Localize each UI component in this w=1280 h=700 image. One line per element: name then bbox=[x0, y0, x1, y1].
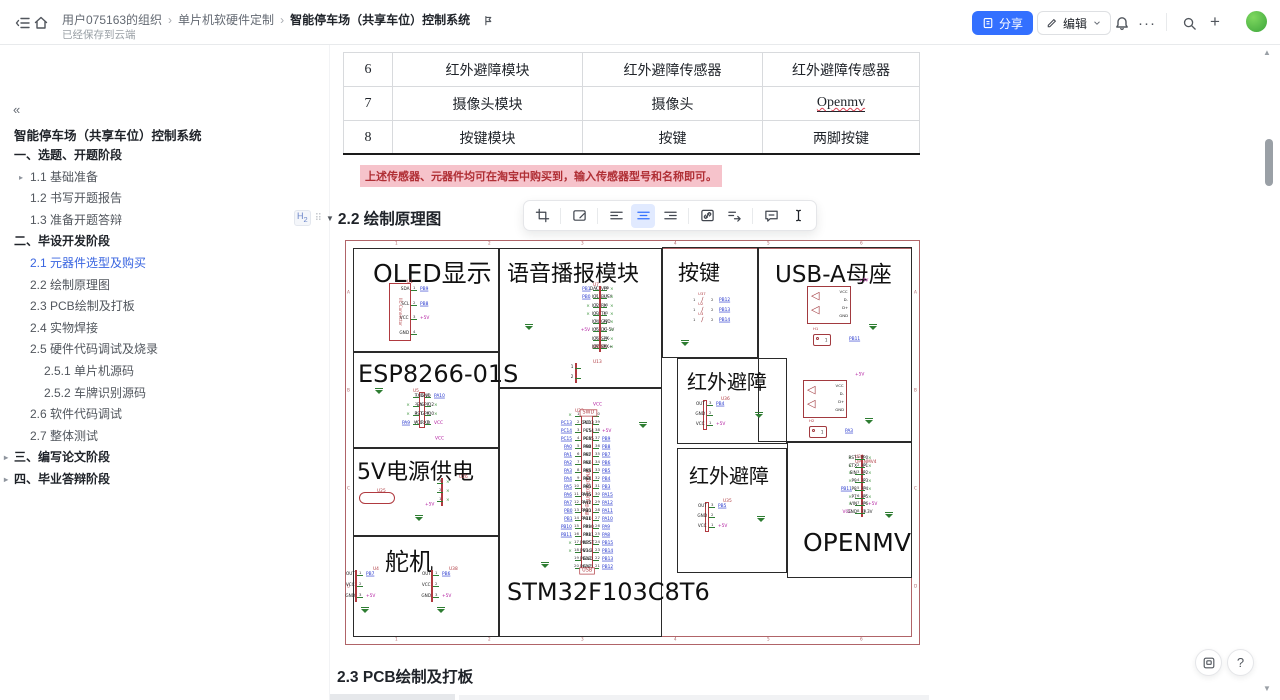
align-center-icon[interactable] bbox=[631, 203, 655, 228]
toc-item[interactable]: 2.5.1 单片机源码 bbox=[44, 363, 135, 378]
breadcrumb-doc-title[interactable]: 智能停车场（共享车位）控制系统 bbox=[290, 13, 471, 27]
toc-item[interactable]: 三、编写论文阶段 bbox=[0, 447, 330, 469]
scroll-up-icon[interactable]: ▲ bbox=[1263, 48, 1271, 57]
scrollbar-thumb[interactable] bbox=[1265, 139, 1273, 186]
top-bar: 用户075163的组织›单片机软硬件定制›智能停车场（共享车位）控制系统 已经保… bbox=[0, 0, 1280, 45]
new-doc-plus-icon[interactable]: + bbox=[1210, 12, 1220, 31]
collapse-sidebar-icon[interactable] bbox=[13, 13, 33, 33]
table-cell-model: Openmv bbox=[763, 87, 920, 121]
align-left-icon[interactable] bbox=[604, 204, 628, 228]
highlighted-note: 上述传感器、元器件均可在淘宝中购买到，输入传感器型号和名称即可。 bbox=[360, 165, 722, 187]
heading-level-badge: H2 bbox=[294, 210, 311, 226]
annotate-icon[interactable] bbox=[567, 204, 591, 228]
avatar[interactable] bbox=[1246, 11, 1267, 32]
collapse-heading-icon[interactable]: ▼ bbox=[326, 213, 334, 223]
toc-item[interactable]: 2.4 实物焊接 bbox=[30, 320, 99, 335]
toc-item[interactable]: 1.2 书写开题报告 bbox=[30, 191, 123, 206]
divider bbox=[1166, 13, 1167, 31]
image-toolbar bbox=[523, 200, 817, 231]
toc-item[interactable]: 四、毕业答辩阶段 bbox=[0, 469, 330, 491]
toc-item[interactable]: 一、选题、开题阶段 bbox=[14, 148, 123, 162]
toc-item[interactable]: 2.6 软件代码调试 bbox=[30, 407, 123, 422]
table-bottom-border bbox=[343, 153, 920, 155]
toc-item[interactable]: 1.3 准备开题答辩 bbox=[30, 212, 123, 227]
feedback-icon[interactable] bbox=[1195, 649, 1222, 676]
partial-content-bar bbox=[459, 695, 929, 700]
partial-content-bar bbox=[330, 694, 455, 700]
home-icon[interactable] bbox=[31, 13, 51, 33]
save-status: 已经保存到云端 bbox=[62, 29, 136, 41]
breadcrumb-folder[interactable]: 单片机软硬件定制 bbox=[178, 13, 275, 27]
pin-icon[interactable] bbox=[477, 12, 497, 32]
table-cell-model: 红外避障传感器 bbox=[763, 53, 920, 87]
crop-icon[interactable] bbox=[530, 204, 554, 228]
chevron-down-icon bbox=[1094, 21, 1100, 25]
components-table[interactable]: 6 红外避障模块 红外避障传感器 红外避障传感器 7 摄像头模块 摄像头 Ope… bbox=[343, 52, 920, 155]
table-cell-num: 8 bbox=[343, 121, 393, 155]
drag-handle-icon[interactable]: ⠿ bbox=[314, 212, 322, 224]
edit-label: 编辑 bbox=[1063, 16, 1088, 31]
toc-item[interactable]: 1.1 基础准备 bbox=[0, 167, 330, 189]
text-cursor-icon[interactable] bbox=[786, 204, 810, 228]
scroll-down-icon[interactable]: ▼ bbox=[1263, 684, 1271, 693]
toc-item[interactable]: 2.5 硬件代码调试及烧录 bbox=[30, 342, 159, 357]
table-of-contents: 一、选题、开题阶段 1.1 基础准备 1.2 书写开题报告 1.3 准备开题答辩… bbox=[0, 145, 330, 491]
table-cell-name: 按键 bbox=[583, 121, 763, 155]
toc-item[interactable]: 2.2 绘制原理图 bbox=[30, 277, 111, 292]
help-icon[interactable]: ? bbox=[1227, 649, 1254, 676]
toc-item[interactable]: 2.7 整体测试 bbox=[30, 428, 99, 443]
table-cell-num: 6 bbox=[343, 53, 393, 87]
table-cell-model: 两脚按键 bbox=[763, 121, 920, 155]
table-cell-num: 7 bbox=[343, 87, 393, 121]
collapse-toc-icon[interactable]: « bbox=[13, 102, 21, 117]
toc-doc-title[interactable]: 智能停车场（共享车位）控制系统 bbox=[14, 129, 202, 143]
comment-icon[interactable] bbox=[759, 204, 783, 228]
convert-to-file-icon[interactable] bbox=[722, 204, 746, 228]
notifications-bell-icon[interactable] bbox=[1112, 13, 1132, 33]
section-heading-2-2: H2 ⠿ ▼ 2.2 绘制原理图 bbox=[294, 207, 441, 229]
table-cell-module: 按键模块 bbox=[393, 121, 583, 155]
section-heading-2-3[interactable]: 2.3 PCB绘制及打板 bbox=[337, 669, 474, 686]
table-cell-module: 红外避障模块 bbox=[393, 53, 583, 87]
toc-item[interactable]: 2.5.2 车牌识别源码 bbox=[44, 385, 147, 400]
share-label: 分享 bbox=[999, 16, 1024, 31]
search-icon[interactable] bbox=[1179, 13, 1199, 33]
more-menu-icon[interactable]: ··· bbox=[1138, 14, 1156, 32]
breadcrumb: 用户075163的组织›单片机软硬件定制›智能停车场（共享车位）控制系统 bbox=[62, 11, 497, 32]
edit-mode-button[interactable]: 编辑 bbox=[1037, 11, 1112, 35]
link-preview-icon[interactable] bbox=[695, 204, 719, 228]
table-cell-name: 红外避障传感器 bbox=[583, 53, 763, 87]
table-cell-name: 摄像头 bbox=[583, 87, 763, 121]
heading-text[interactable]: 2.2 绘制原理图 bbox=[337, 211, 442, 228]
breadcrumb-org[interactable]: 用户075163的组织 bbox=[62, 13, 163, 27]
align-right-icon[interactable] bbox=[658, 204, 682, 228]
toc-item[interactable]: 二、毕设开发阶段 bbox=[14, 234, 111, 249]
toc-item[interactable]: 2.3 PCB绘制及打板 bbox=[30, 299, 135, 314]
sidebar: « 智能停车场（共享车位）控制系统 一、选题、开题阶段 1.1 基础准备 1.2… bbox=[0, 45, 330, 700]
share-button[interactable]: 分享 bbox=[972, 11, 1034, 35]
toc-item[interactable]: 2.1 元器件选型及购买 bbox=[30, 255, 147, 270]
table-cell-module: 摄像头模块 bbox=[393, 87, 583, 121]
